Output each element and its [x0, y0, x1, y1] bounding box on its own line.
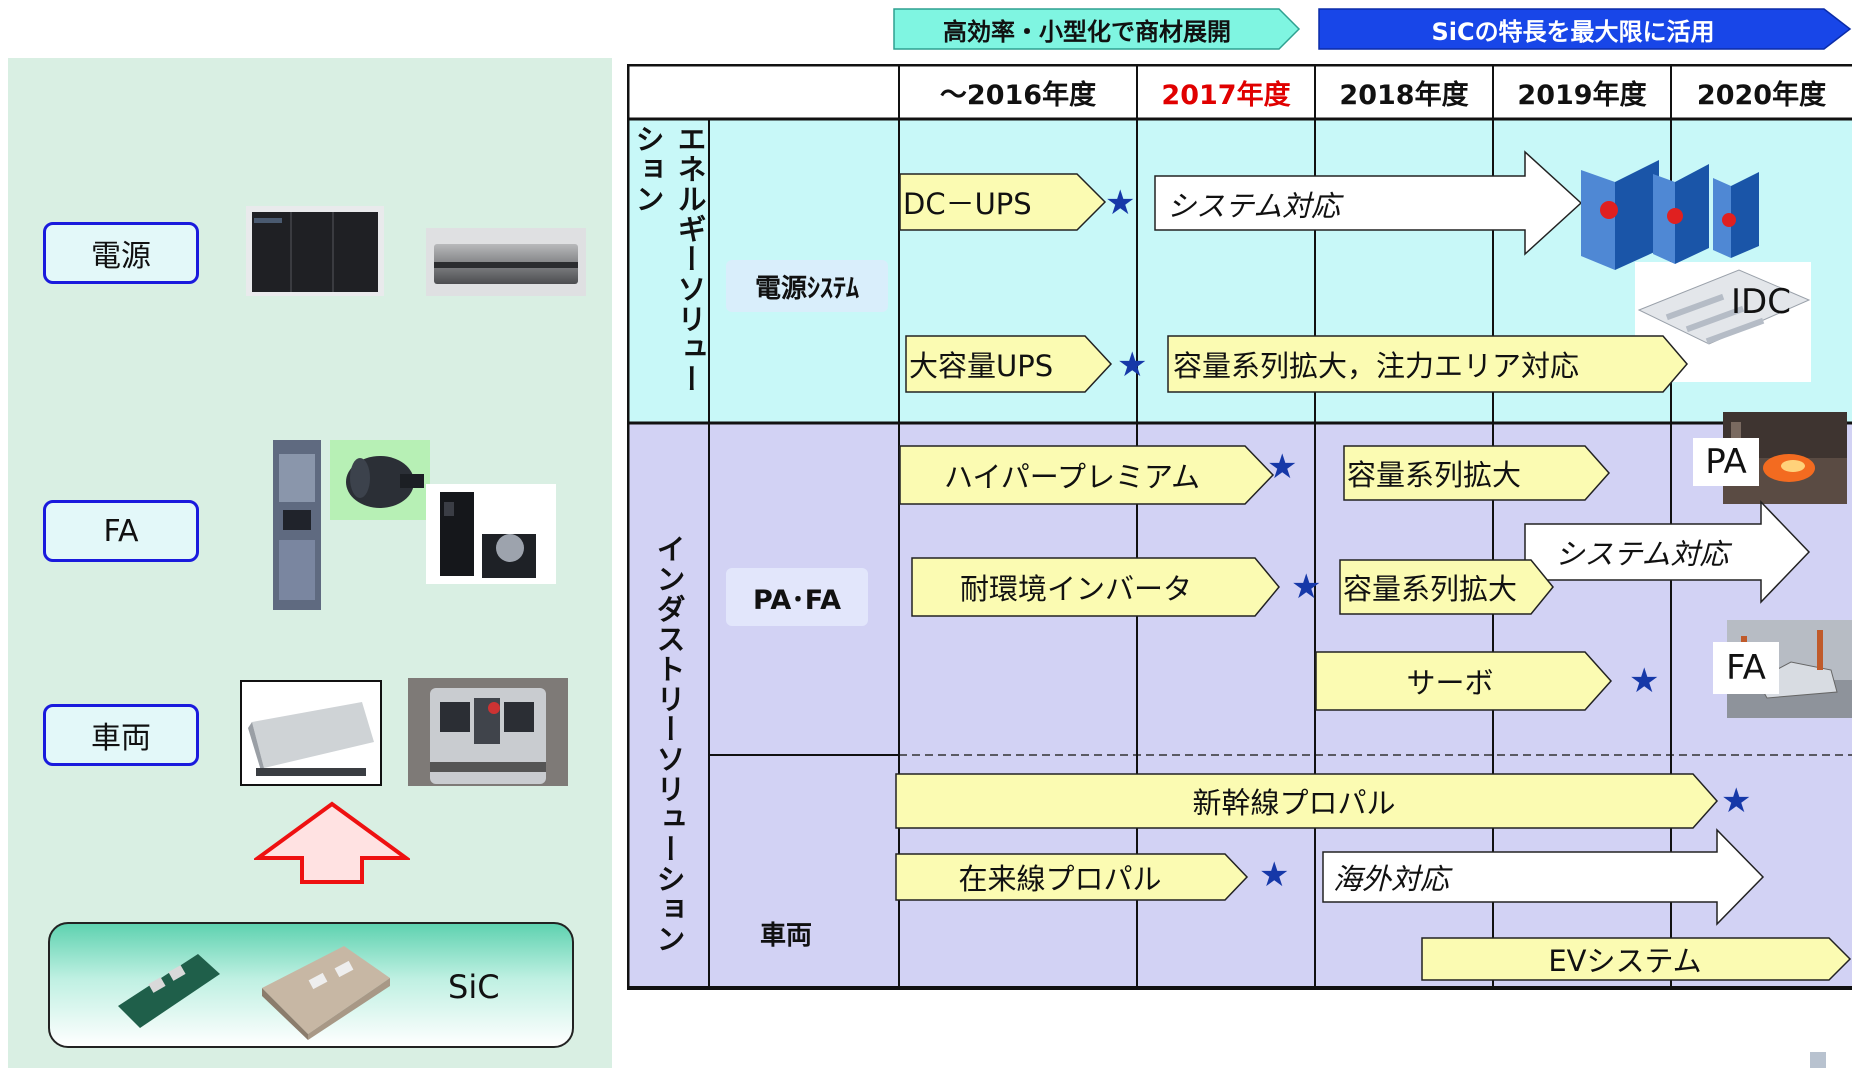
sic-module-small-image — [118, 954, 220, 1028]
arrow-servo-label: サーボ — [1406, 666, 1494, 700]
milestone-star-icon: ★ — [1291, 567, 1322, 607]
arrow-overseas — [1322, 828, 1765, 926]
arrow-large-ups — [905, 335, 1113, 393]
inverter-cabinet-image — [271, 440, 323, 610]
banner-sic-text: SiCの特長を最大限に活用 — [1431, 17, 1715, 46]
arrow-dc-ups-label: DC－UPS — [903, 187, 1032, 221]
section-industry: インダストリーソリューション — [652, 534, 686, 954]
arrow-overseas-label: 海外対応 — [1333, 862, 1450, 896]
arrow-large-ups-label: 大容量UPS — [909, 349, 1054, 383]
sic-label: SiC — [448, 968, 500, 1006]
sic-module-large-image — [262, 946, 390, 1040]
arrow-servo — [1315, 651, 1613, 711]
fa-label: FA — [1713, 642, 1779, 694]
year-header-2019: 2019年度 — [1517, 80, 1647, 111]
arrow-capacity-expand-2 — [1343, 445, 1611, 501]
arrow-capacity-expand-3 — [1339, 559, 1554, 615]
power-category-button[interactable]: 電源 — [43, 222, 199, 284]
vehicle-category-button[interactable]: 車両 — [43, 704, 199, 766]
milestone-star-icon: ★ — [1267, 447, 1298, 487]
fa-category-button[interactable]: FA — [43, 500, 199, 562]
ups-cabinet-image — [246, 206, 384, 296]
year-header-2016: ～2016年度 — [939, 80, 1097, 111]
banner-efficiency-text: 高効率・小型化で商材展開 — [943, 17, 1231, 46]
arrow-system-support-2-label: システム対応 — [1555, 537, 1729, 571]
milestone-star-icon: ★ — [1721, 781, 1752, 821]
arrow-shinkansen-label: 新幹線プロパル — [1192, 786, 1396, 820]
rack-ups-image — [426, 228, 586, 296]
arrow-conventional-label: 在来線プロパル — [958, 862, 1162, 896]
arrow-ev-system-label: EVシステム — [1548, 944, 1702, 978]
arrow-shinkansen — [895, 773, 1719, 829]
pa-label: PA — [1693, 438, 1759, 486]
arrow-system-support-1 — [1154, 150, 1583, 256]
arrow-dc-ups — [899, 173, 1107, 231]
section-energy: エネルギーソリューション — [631, 124, 707, 394]
arrow-ev-system — [1421, 937, 1852, 981]
year-header-2018: 2018年度 — [1339, 80, 1469, 111]
corner-marker — [1810, 1052, 1826, 1068]
servo-image — [426, 484, 556, 584]
arrow-system-support-2 — [1524, 500, 1811, 604]
vehicle-converter-image — [240, 680, 382, 786]
milestone-star-icon: ★ — [1629, 661, 1660, 701]
subcategory-pa-fa: PA･FA — [726, 568, 868, 626]
year-header-2020: 2020年度 — [1696, 80, 1827, 111]
arrow-env-inverter-label: 耐環境インバータ — [959, 572, 1192, 606]
arrow-hyper-premium — [899, 445, 1275, 505]
arrow-capacity-expand-2-label: 容量系列拡大 — [1347, 458, 1522, 492]
arrow-capacity-expand-1 — [1167, 335, 1688, 393]
arrow-env-inverter — [911, 557, 1280, 617]
train-image — [408, 678, 568, 786]
arrow-capacity-expand-3-label: 容量系列拡大 — [1343, 572, 1518, 606]
arrow-system-support-1-label: システム対応 — [1167, 189, 1341, 223]
banner-efficiency: 高効率・小型化で商材展開 — [893, 8, 1301, 50]
arrow-conventional — [895, 853, 1249, 901]
table-lines — [627, 64, 1852, 990]
milestone-star-icon: ★ — [1105, 183, 1136, 223]
year-header-2017: 2017年度 — [1161, 80, 1291, 111]
milestone-star-icon: ★ — [1259, 855, 1290, 895]
roadmap-table: ～2016年度 2017年度 2018年度 2019年度 2020年度 エネルギ… — [627, 64, 1852, 990]
subcategory-vehicle: 車両 — [759, 920, 812, 951]
upward-arrow-icon — [251, 800, 413, 884]
idc-label: IDC — [1731, 282, 1791, 322]
arrow-hyper-premium-label: ハイパープレミアム — [943, 460, 1201, 494]
sic-module-box: SiC — [48, 922, 574, 1048]
arrow-capacity-expand-1-label: 容量系列拡大，注力エリア対応 — [1173, 349, 1580, 383]
banner-sic: SiCの特長を最大限に活用 — [1318, 8, 1852, 50]
motor-image — [330, 440, 430, 520]
milestone-star-icon: ★ — [1117, 345, 1148, 385]
subcategory-power-system: 電源ｼｽﾃﾑ — [726, 260, 888, 312]
